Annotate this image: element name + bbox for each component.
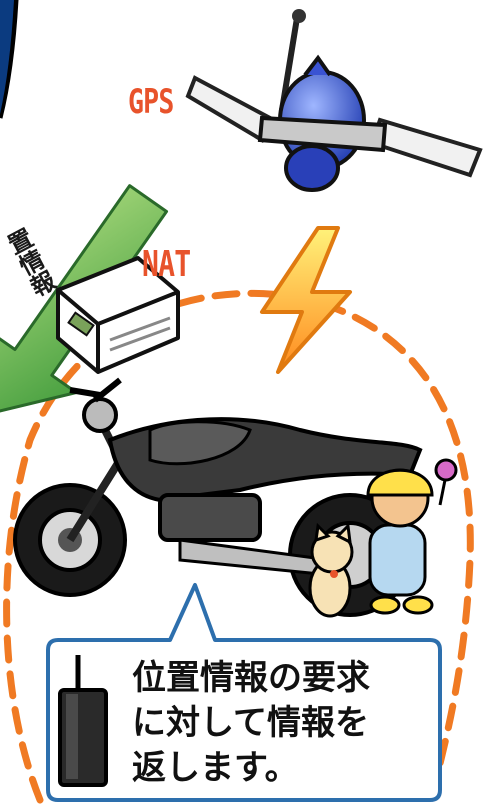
speech-bubble-line-1: 位置情報の要求	[132, 656, 422, 701]
child-icon	[368, 460, 456, 613]
speech-bubble-text: 位置情報の要求 に対して情報を 返します。	[132, 656, 422, 791]
cat-icon	[310, 526, 352, 616]
gps-label: GPS	[128, 82, 174, 122]
nat-label: NAT	[142, 244, 190, 285]
lightning-bolt-icon	[262, 228, 350, 372]
satellite-icon	[188, 9, 480, 190]
motorcycle-icon	[15, 380, 420, 615]
speech-bubble-line-3: 返します。	[132, 746, 422, 791]
speech-bubble-line-2: に対して情報を	[132, 701, 422, 746]
